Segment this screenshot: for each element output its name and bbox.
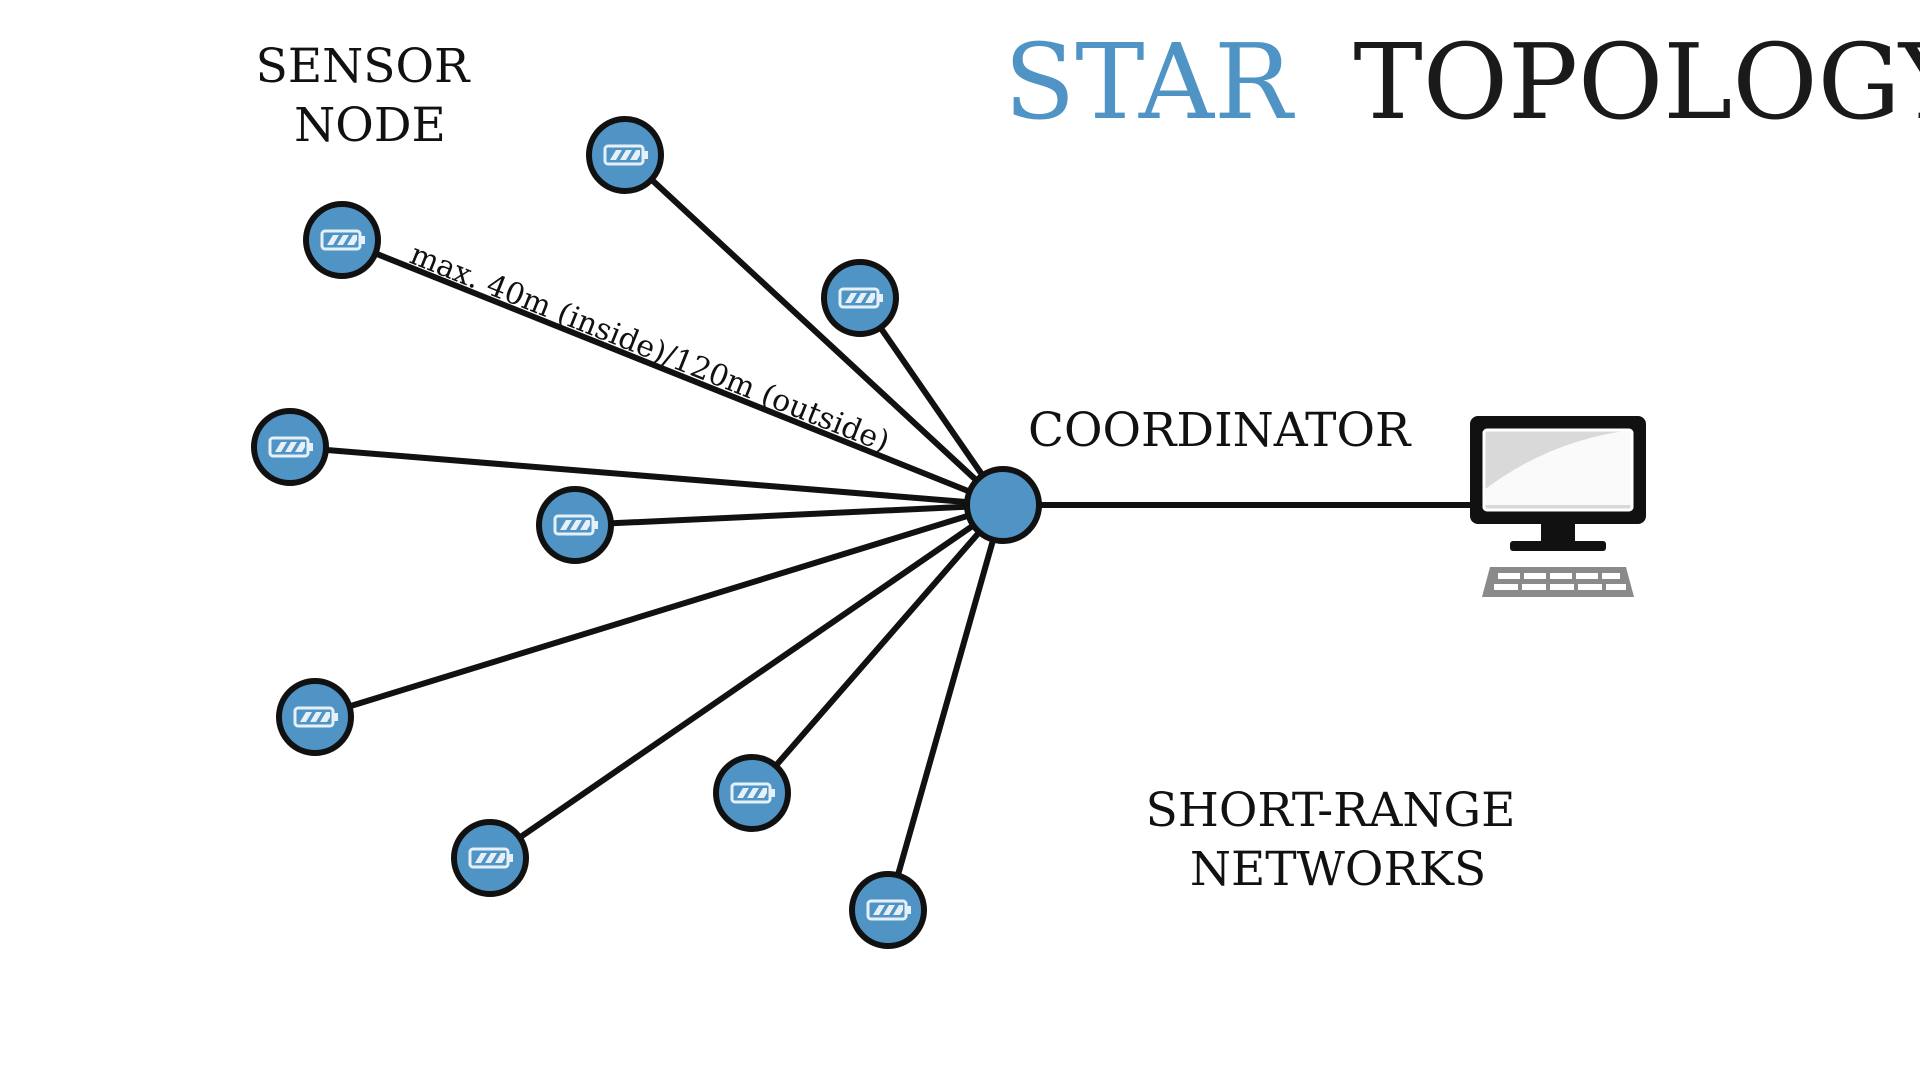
- sensor-node-label-line1: SENSOR: [256, 39, 471, 94]
- sensor-node: [849, 871, 927, 949]
- sensor-node: [821, 259, 899, 337]
- title-rest: TOPOLOGY: [1353, 21, 1920, 143]
- sensor-node: [303, 201, 381, 279]
- link-node-9: [885, 502, 1006, 913]
- coordinator-label: COORDINATOR: [1028, 403, 1412, 458]
- short-range-label-line1: SHORT-RANGE: [1146, 783, 1516, 838]
- short-range-label-line2: NETWORKS: [1190, 842, 1486, 897]
- sensor-node: [586, 116, 664, 194]
- link-node-7: [487, 502, 1006, 861]
- sensor-node: [276, 678, 354, 756]
- coordinator-node: [964, 466, 1042, 544]
- sensor-node: [451, 819, 529, 897]
- sensor-node-label: SENSOR NODE: [256, 39, 485, 153]
- sensor-node: [251, 408, 329, 486]
- link-node-5: [572, 502, 1006, 528]
- link-node-3: [857, 295, 1006, 508]
- links: [287, 152, 1483, 913]
- page-title: STAR TOPOLOGY: [1004, 21, 1920, 143]
- link-node-8: [749, 502, 1006, 796]
- sensor-node: [713, 754, 791, 832]
- title-accent-word: STAR: [1004, 21, 1295, 143]
- sensor-nodes: [251, 116, 927, 949]
- sensor-node: [536, 486, 614, 564]
- link-node-1: [622, 152, 1006, 508]
- short-range-networks-label: SHORT-RANGE NETWORKS: [1146, 783, 1531, 897]
- desktop-computer-icon: [1470, 416, 1646, 597]
- link-node-2: [339, 237, 1006, 508]
- sensor-node-label-line2: NODE: [294, 98, 446, 153]
- link-node-6: [312, 502, 1006, 720]
- link-node-4: [287, 444, 1006, 508]
- range-annotation: max. 40m (inside)/120m (outside): [405, 237, 894, 460]
